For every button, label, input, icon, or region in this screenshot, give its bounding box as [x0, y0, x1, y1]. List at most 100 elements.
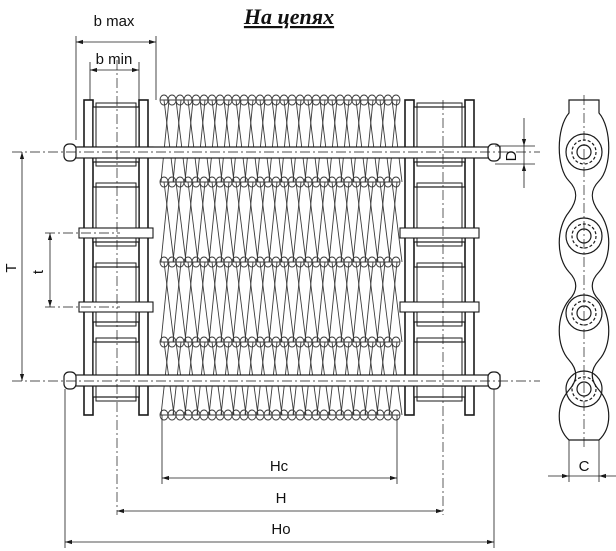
mesh-wire: [259, 99, 271, 183]
mesh-wire: [283, 181, 295, 263]
D-label: D: [503, 150, 520, 161]
mesh-wire: [163, 181, 175, 263]
mesh-wire: [175, 261, 187, 343]
mesh-wire: [355, 181, 367, 263]
mesh-wire: [319, 181, 331, 263]
mesh-wire: [268, 181, 278, 263]
outer-plate: [404, 99, 415, 416]
mesh-wire: [307, 181, 319, 263]
mesh-wire: [187, 261, 199, 343]
dimension-Ho: Ho: [64, 389, 495, 548]
mesh-wire: [355, 261, 367, 343]
mesh-wire: [331, 99, 343, 183]
inner-plate: [416, 262, 463, 327]
mesh-wire: [256, 99, 266, 183]
outer-plate: [138, 99, 149, 416]
mesh-wire: [280, 261, 290, 343]
mesh-wire: [256, 181, 266, 263]
mesh-wire: [340, 99, 350, 183]
mesh-wire: [355, 99, 367, 183]
mesh-wire: [160, 181, 170, 263]
mesh-wire: [280, 99, 290, 183]
mesh-wire: [352, 181, 362, 263]
mesh-wire: [247, 181, 259, 263]
mesh-wire: [172, 181, 182, 263]
mesh-wire: [187, 99, 199, 183]
mesh-wire: [292, 181, 302, 263]
mesh-wire: [220, 261, 230, 343]
Hc-label: Hc: [270, 458, 289, 475]
dimension-Hc: Hc: [161, 415, 398, 484]
mesh-wire: [331, 181, 343, 263]
mesh-wire: [316, 261, 326, 343]
mesh-wire: [235, 181, 247, 263]
mesh-wire: [379, 261, 391, 343]
mesh-wire: [364, 181, 374, 263]
mesh-wire: [199, 261, 211, 343]
C-label: C: [579, 458, 590, 475]
mesh-wire: [391, 181, 403, 263]
mesh-wire: [316, 181, 326, 263]
mesh-wire: [235, 99, 247, 183]
mesh-wire: [211, 99, 223, 183]
T-label: T: [3, 263, 20, 272]
mesh-wire: [307, 261, 319, 343]
Ho-label: Ho: [271, 521, 290, 538]
mesh-wire: [316, 99, 326, 183]
mesh-wire: [235, 261, 247, 343]
dimension-t: t: [30, 233, 53, 307]
outer-plate: [464, 99, 475, 416]
b-min-label: b min: [96, 51, 133, 68]
mesh-wire: [175, 99, 187, 183]
mesh-wire: [232, 261, 242, 343]
mesh-wire: [175, 181, 187, 263]
mesh-wire: [388, 261, 398, 343]
mesh-wire: [295, 99, 307, 183]
chain-pin: [78, 301, 154, 313]
mesh-wire: [283, 261, 295, 343]
mesh-wire: [304, 261, 314, 343]
inner-plate: [95, 262, 137, 327]
mesh-wire: [244, 181, 254, 263]
mesh-wire: [271, 181, 283, 263]
mesh-wire: [328, 99, 338, 183]
mesh-wire: [271, 261, 283, 343]
mesh-wire: [223, 99, 235, 183]
mesh-wire: [391, 99, 403, 183]
mesh-wire: [223, 181, 235, 263]
mesh-wire: [367, 261, 379, 343]
mesh-wire: [163, 99, 175, 183]
mesh-wire: [367, 181, 379, 263]
mesh-wire: [184, 181, 194, 263]
mesh-wire: [163, 261, 175, 343]
mesh-wire: [280, 181, 290, 263]
inner-plate: [95, 182, 137, 247]
mesh-wire: [172, 99, 182, 183]
mesh-wire: [376, 261, 386, 343]
mesh-wire: [376, 181, 386, 263]
mesh-wire: [244, 99, 254, 183]
mesh-wire: [259, 261, 271, 343]
mesh-wire: [343, 261, 355, 343]
mesh-wire: [283, 99, 295, 183]
mesh-wire: [376, 99, 386, 183]
cross-rod-bottom: [63, 371, 501, 390]
mesh-wire: [211, 261, 223, 343]
mesh-wire: [247, 261, 259, 343]
mesh-wire: [391, 261, 403, 343]
inner-plate: [95, 337, 137, 402]
mesh-wire: [232, 181, 242, 263]
mesh-wire: [364, 99, 374, 183]
mesh-wire: [319, 99, 331, 183]
b-max-label: b max: [94, 13, 135, 30]
chain-pin: [399, 227, 480, 239]
mesh-wire: [199, 181, 211, 263]
mesh-wire: [160, 261, 170, 343]
mesh-wire: [328, 181, 338, 263]
mesh-wire: [211, 181, 223, 263]
mesh-wire: [196, 99, 206, 183]
mesh-wire: [367, 99, 379, 183]
cross-rod-top: [63, 143, 501, 162]
mesh-wire: [172, 261, 182, 343]
